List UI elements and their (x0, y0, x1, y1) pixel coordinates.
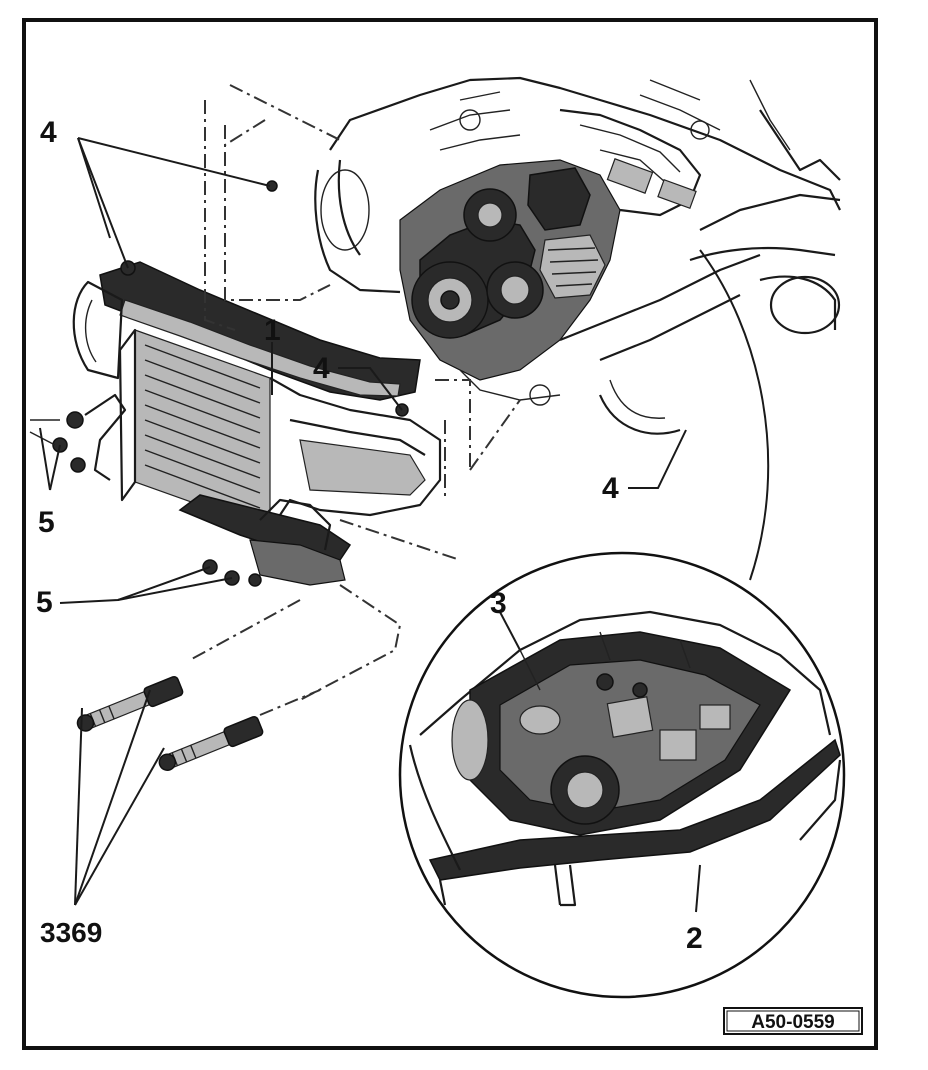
callout-2: 2 (686, 922, 703, 955)
detail-inset (398, 249, 846, 999)
border-frame (22, 18, 878, 1050)
callout-4-top: 4 (40, 116, 57, 149)
callout-5-upper: 5 (38, 506, 55, 539)
lock-carrier-assembly (29, 180, 442, 587)
callout-4-right: 4 (602, 472, 619, 505)
alignment-lines (189, 84, 521, 716)
engine-bay-illustration (314, 76, 841, 435)
callout-3: 3 (490, 587, 507, 620)
callout-tool-3369: 3369 (40, 917, 102, 948)
figure-reference-label: A50-0559 (751, 1012, 834, 1033)
leader-lines (39, 137, 701, 913)
callout-1: 1 (264, 314, 281, 347)
figure-reference-box: A50-0559 (723, 1007, 863, 1035)
callout-5-lower: 5 (36, 586, 53, 619)
guide-pin-tools (76, 675, 264, 771)
callout-4-mid: 4 (313, 352, 330, 385)
